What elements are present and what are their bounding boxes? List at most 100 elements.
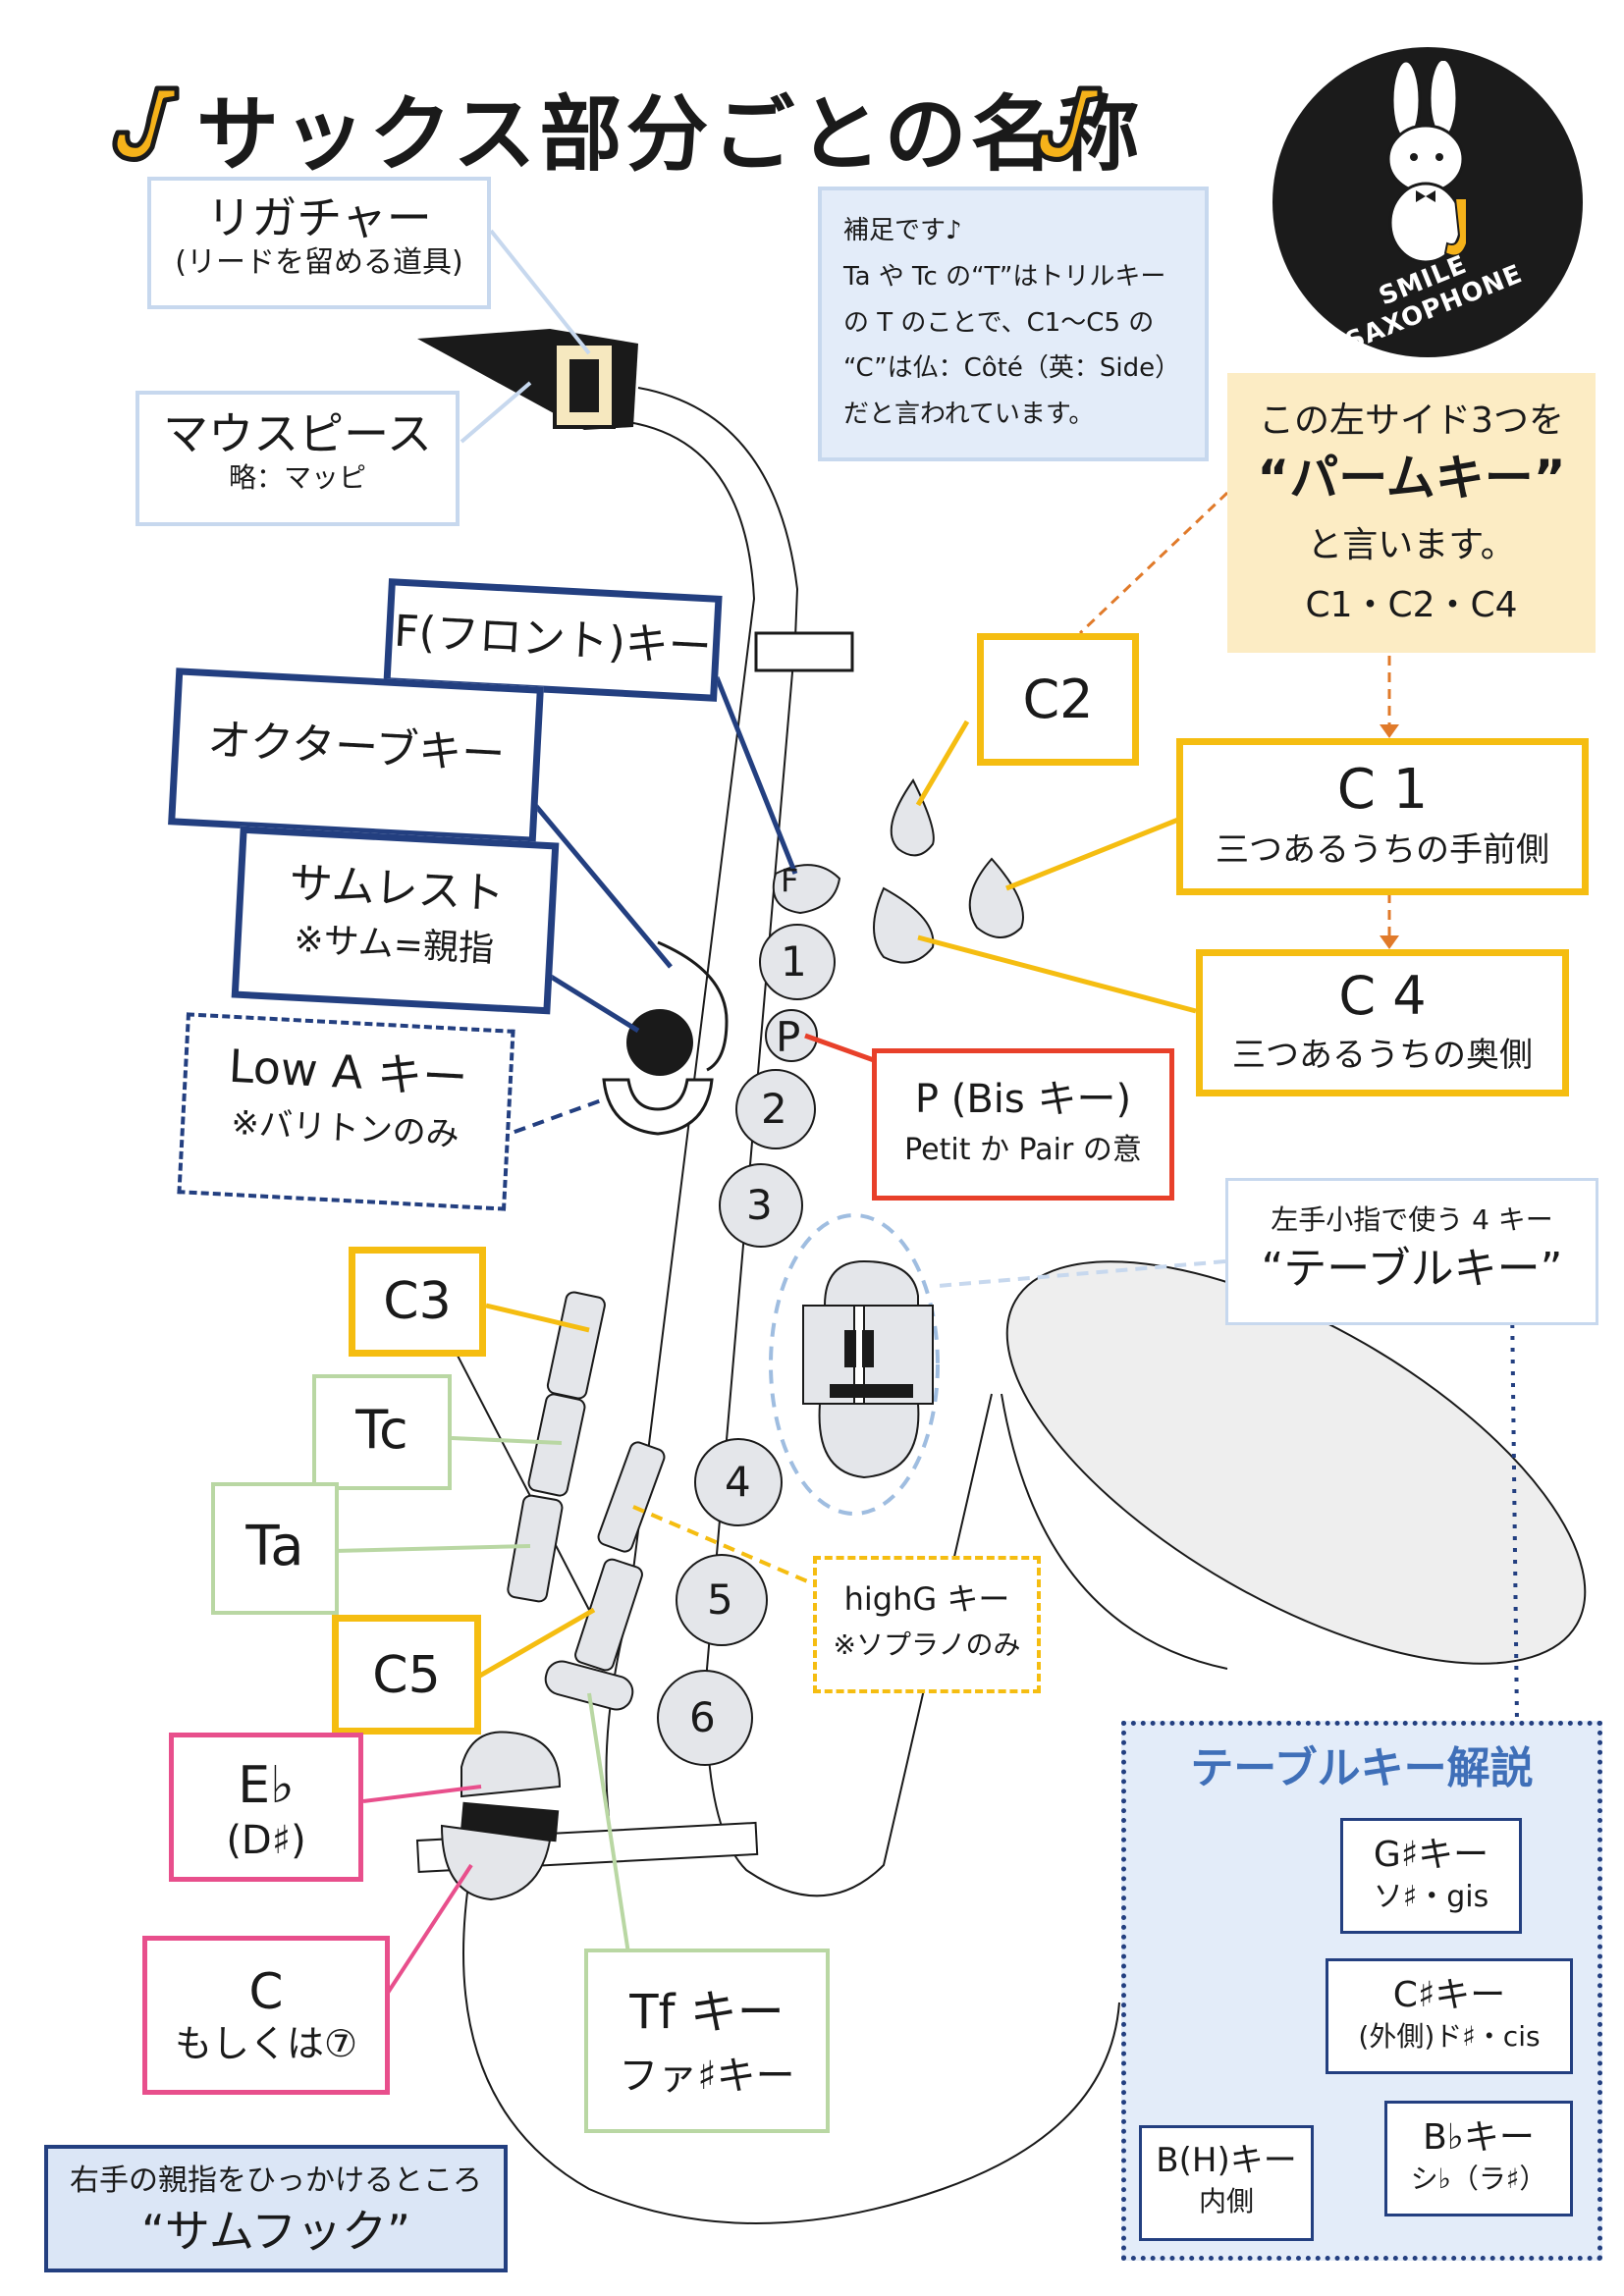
saxophone-body-outline [462, 1864, 1120, 2224]
saxophone-icon [112, 85, 180, 162]
label-sub: 右手の親指をひっかけるところ [70, 2163, 482, 2198]
label-sub: (リードを留める道具) [175, 244, 463, 280]
label-sub: Petit か Pair の意 [904, 1133, 1142, 1167]
label-mouthpiece: マウスピース 略：マッピ [135, 391, 460, 526]
saxophone-bell [1005, 1260, 1587, 1665]
key-p [765, 1009, 818, 1062]
label-sub: ※バリトンのみ [230, 1102, 460, 1154]
label-title: Ta [245, 1515, 304, 1578]
key-label-f: F [781, 862, 799, 899]
label-sub: ※サム=親指 [293, 919, 495, 970]
label-title: C 4 [1338, 965, 1427, 1027]
label-title: C2 [1022, 668, 1094, 730]
palm-key-c1 [968, 857, 1024, 938]
palm-note-line: “パームキー” [1257, 450, 1566, 507]
label-sub: シ♭（ラ♯） [1410, 2163, 1547, 2196]
label-sub: 左手小指で使う 4 キー [1271, 1203, 1553, 1236]
label-title: C♯キー [1392, 1975, 1506, 2015]
label-title: P (Bis キー) [914, 1077, 1132, 1122]
f-key [772, 864, 841, 915]
palm-note-line: と言います。 [1307, 524, 1516, 565]
table-keys-outline [769, 1213, 940, 1516]
key-c [440, 1824, 552, 1901]
label-title: “サムフック” [141, 2204, 410, 2258]
key-label-2: 2 [761, 1085, 787, 1133]
label-title: C 1 [1336, 758, 1429, 822]
key-ta [507, 1494, 564, 1603]
key-eb [460, 1731, 562, 1798]
label-title: C5 [372, 1646, 441, 1705]
palm-key-c4 [873, 886, 935, 964]
label-octave-key: オクターブキー [168, 667, 544, 844]
label-tc: Tc [312, 1374, 452, 1490]
table-key-g-sharp [823, 1259, 919, 1307]
key-label-5: 5 [707, 1575, 733, 1624]
key-tc [527, 1393, 586, 1497]
label-sub: ファ♯キー [619, 2054, 795, 2100]
saxophone-body-outline [1001, 1393, 1228, 1670]
table-keys-panel-title: テーブルキー解説 [1190, 1743, 1534, 1793]
label-title: G♯キー [1373, 1835, 1489, 1875]
key-5 [676, 1554, 768, 1646]
label-p-key: P (Bis キー) Petit か Pair の意 [872, 1048, 1174, 1201]
note-line: Ta や Tc の“T”はトリルキー [843, 261, 1166, 292]
label-eb: E♭ (D♯) [169, 1733, 363, 1882]
label-title: Tc [355, 1399, 408, 1461]
label-sub: 三つあるうちの手前側 [1216, 830, 1549, 871]
label-title: E♭ [238, 1756, 295, 1815]
label-low-a: Low A キー ※バリトンのみ [177, 1012, 515, 1211]
key-label-3: 3 [746, 1181, 773, 1229]
label-title: サムレスト [288, 858, 506, 920]
label-high-g: highG キー ※ソプラノのみ [813, 1556, 1041, 1693]
label-title: Tf キー [629, 1985, 785, 2040]
label-title: highG キー [843, 1580, 1010, 1618]
table-key-b-flat [818, 1403, 920, 1479]
key-label-p: P [776, 1013, 801, 1061]
key-c5 [574, 1558, 643, 1672]
key-3 [719, 1163, 803, 1248]
label-sub: 略：マッピ [228, 460, 366, 494]
panel-label-c-sharp: C♯キー (外側)ド♯・cis [1326, 1958, 1573, 2074]
label-table-keys: 左手小指で使う 4 キー “テーブルキー” [1225, 1178, 1598, 1325]
saxophone-body-outline [441, 1324, 590, 1611]
label-thumb-hook: 右手の親指をひっかけるところ “サムフック” [44, 2145, 508, 2272]
label-sub: 内側 [1198, 2185, 1254, 2218]
note-line: だと言われています。 [843, 400, 1095, 430]
label-tf: Tf キー ファ♯キー [584, 1949, 830, 2133]
palm-note-line: この左サイド3つを [1259, 400, 1564, 441]
key-label-1: 1 [781, 937, 807, 986]
key-1 [759, 924, 836, 1000]
label-sub: もしくは⑦ [174, 2021, 358, 2065]
panel-label-g-sharp: G♯キー ソ♯・gis [1340, 1818, 1522, 1934]
key-6 [657, 1670, 753, 1766]
label-title: “テーブルキー” [1261, 1244, 1563, 1294]
low-a-key [602, 1078, 714, 1136]
key-2 [735, 1069, 816, 1149]
note-line: の T のことで、C1～C5 の [843, 307, 1155, 338]
label-ta: Ta [211, 1482, 339, 1615]
key-tf [544, 1660, 634, 1711]
label-sub: ※ソプラノのみ [833, 1628, 1021, 1661]
label-c2: C2 [977, 633, 1139, 766]
label-sub: (外側)ド♯・cis [1358, 2020, 1541, 2054]
octave-key [626, 1009, 693, 1076]
key-c3 [546, 1291, 606, 1400]
label-c1: C 1 三つあるうちの手前側 [1176, 738, 1589, 895]
saxophone-body-outline [605, 421, 756, 1817]
label-title: B(H)キー [1156, 2141, 1297, 2180]
label-title: B♭キー [1423, 2117, 1535, 2158]
saxophone-icon [1035, 85, 1103, 162]
label-title: マウスピース [163, 407, 432, 460]
label-thumb-rest: サムレスト ※サム=親指 [231, 826, 560, 1015]
panel-label-b: B(H)キー 内側 [1139, 2125, 1314, 2241]
note-line: “C”は仏：Côté（英：Side） [843, 353, 1181, 384]
key-high-g [597, 1441, 666, 1553]
strap-ring [754, 631, 854, 672]
label-ligature: リガチャー (リードを留める道具) [147, 177, 491, 309]
label-title: Low A キー [227, 1039, 469, 1105]
label-sub: 三つあるうちの奥側 [1232, 1036, 1533, 1076]
key-label-4: 4 [725, 1458, 751, 1506]
label-c: C もしくは⑦ [142, 1936, 390, 2095]
label-c3: C3 [349, 1247, 486, 1357]
